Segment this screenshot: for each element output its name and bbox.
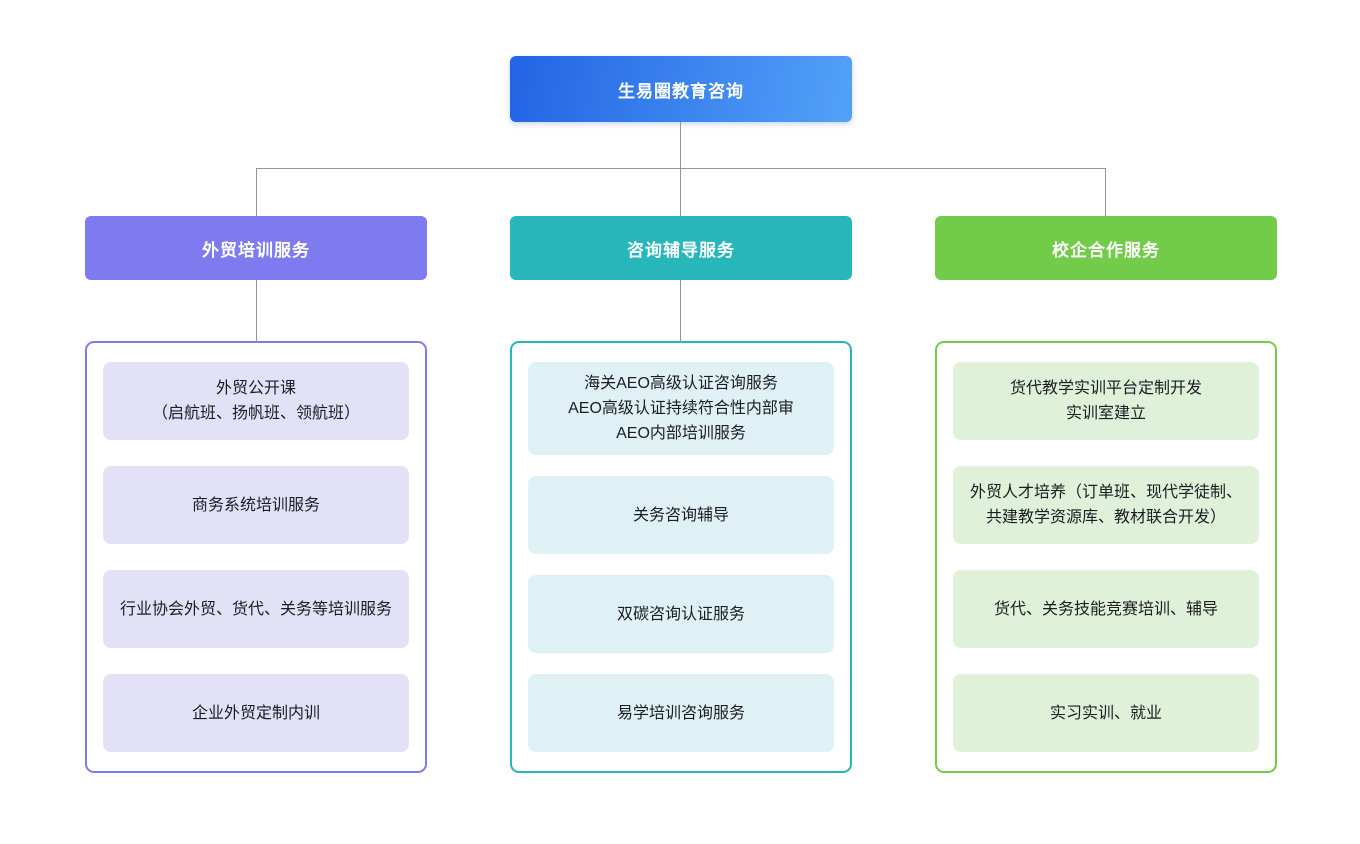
root-node: 生易圈教育咨询 [510, 56, 852, 122]
leaf-item: 商务系统培训服务 [103, 466, 409, 544]
connector-root-down [680, 122, 681, 168]
branch-header-trade-training: 外贸培训服务 [85, 216, 427, 280]
leaf-item: 易学培训咨询服务 [528, 674, 834, 752]
connector-branch1-box [256, 280, 257, 341]
leaf-item: 行业协会外贸、货代、关务等培训服务 [103, 570, 409, 648]
leaf-item: 关务咨询辅导 [528, 476, 834, 554]
branch-box-school-enterprise: 货代教学实训平台定制开发 实训室建立 外贸人才培养（订单班、现代学徒制、共建教学… [935, 341, 1277, 773]
leaf-item: 货代教学实训平台定制开发 实训室建立 [953, 362, 1259, 440]
connector-branch1-drop [256, 168, 257, 216]
connector-branch2-box [680, 280, 681, 341]
leaf-item: 外贸公开课 （启航班、扬帆班、领航班） [103, 362, 409, 440]
leaf-item: 企业外贸定制内训 [103, 674, 409, 752]
leaf-item: 外贸人才培养（订单班、现代学徒制、共建教学资源库、教材联合开发） [953, 466, 1259, 544]
connector-branch3-drop [1105, 168, 1106, 216]
leaf-item: 货代、关务技能竞赛培训、辅导 [953, 570, 1259, 648]
leaf-item: 海关AEO高级认证咨询服务 AEO高级认证持续符合性内部审 AEO内部培训服务 [528, 362, 834, 455]
leaf-item: 实习实训、就业 [953, 674, 1259, 752]
connector-horizontal [256, 168, 1106, 169]
branch-box-consulting: 海关AEO高级认证咨询服务 AEO高级认证持续符合性内部审 AEO内部培训服务 … [510, 341, 852, 773]
connector-branch2-drop [680, 168, 681, 216]
branch-header-consulting: 咨询辅导服务 [510, 216, 852, 280]
branch-box-trade-training: 外贸公开课 （启航班、扬帆班、领航班） 商务系统培训服务 行业协会外贸、货代、关… [85, 341, 427, 773]
branch-header-school-enterprise: 校企合作服务 [935, 216, 1277, 280]
leaf-item: 双碳咨询认证服务 [528, 575, 834, 653]
